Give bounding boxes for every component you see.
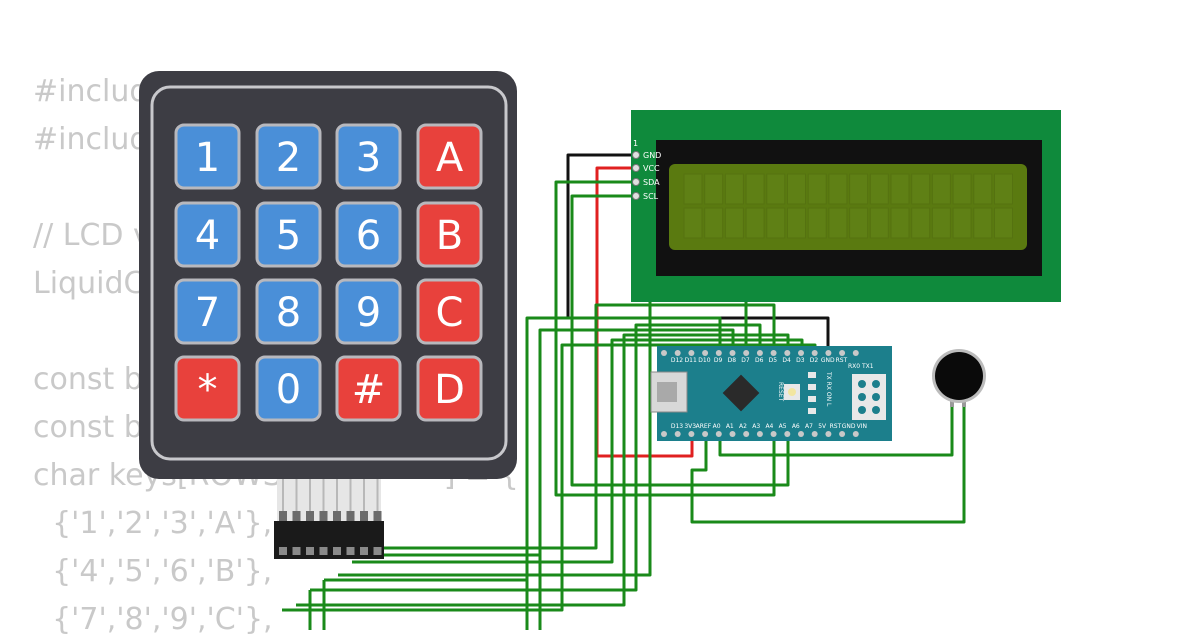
code-line: {'1','2','3','A'},	[33, 506, 273, 541]
code-line: #includ	[33, 122, 149, 157]
lcd-module: 1 GND VCC SDA SCL	[631, 110, 1061, 302]
lcd-pin-label: GND	[643, 151, 661, 160]
wire-buzzer-2[interactable]	[690, 402, 966, 524]
nano-led-labels: TX RX ON L	[825, 371, 832, 407]
nano-bottom-pin-label: GND	[842, 423, 856, 430]
keypad-key-label: *	[198, 367, 218, 413]
keypad-key-label: C	[436, 290, 464, 336]
nano-bottom-pin-label: 3V3	[684, 423, 696, 430]
lcd-pin-label: SCL	[643, 192, 659, 201]
nano-top-pin-label: D2	[810, 357, 819, 364]
microcontroller-chip	[722, 374, 760, 412]
nano-bottom-pin-label: A4	[765, 423, 773, 430]
nano-bottom-pin-label: A6	[792, 423, 800, 430]
keypad-key[interactable]: 9	[335, 278, 402, 345]
keypad-key[interactable]: 8	[255, 278, 322, 345]
nano-bottom-pin-label: 5V	[818, 423, 827, 430]
lcd-pins: GND VCC SDA SCL	[632, 151, 661, 201]
keypad-key-label: D	[434, 367, 465, 413]
keypad-key-label: 5	[276, 213, 301, 259]
nano-bottom-pin-label: A5	[779, 423, 787, 430]
wire-scl[interactable]	[570, 194, 790, 487]
code-line: {'4','5','6','B'},	[33, 554, 273, 589]
keypad-key[interactable]: *	[174, 355, 241, 422]
keypad-key[interactable]: C	[416, 278, 483, 345]
nano-top-pin-label: D12	[671, 357, 683, 364]
nano-top-pin-label: D6	[755, 357, 764, 364]
keypad-key-label: 2	[276, 135, 301, 181]
nano-bottom-pin-label: VIN	[857, 423, 867, 430]
nano-top-pin-label: D8	[728, 357, 737, 364]
keypad-key-label: 8	[276, 290, 301, 336]
keypad-key[interactable]: A	[416, 123, 483, 190]
nano-top-pin-label: D11	[685, 357, 697, 364]
keypad-key-label: B	[436, 213, 463, 259]
keypad-key-label: #	[352, 367, 386, 413]
keypad-key[interactable]: 0	[255, 355, 322, 422]
wire-sda[interactable]	[554, 180, 776, 497]
code-line: const b	[33, 362, 143, 397]
keypad-key[interactable]: 6	[335, 201, 402, 268]
keypad-key[interactable]: B	[416, 201, 483, 268]
status-leds	[808, 372, 816, 414]
keypad-key-label: 9	[356, 290, 381, 336]
keypad-key-label: 1	[195, 135, 220, 181]
code-line: const b	[33, 410, 143, 445]
nano-top-pin-label: GND	[821, 357, 835, 364]
nano-top-pin-label: D7	[741, 357, 750, 364]
lcd-pin-label: SDA	[643, 178, 660, 187]
keypad-inner-frame	[150, 85, 508, 461]
keypad-key-label: 7	[195, 290, 220, 336]
keypad-key[interactable]: 7	[174, 278, 241, 345]
keypad-ribbon	[274, 479, 384, 559]
keypad-key-label: 4	[195, 213, 220, 259]
wire-keypad-5[interactable]	[324, 316, 722, 582]
nano-top-pin-label: D9	[714, 357, 723, 364]
lcd-pin-label: VCC	[643, 164, 660, 173]
keypad: 1 2 3 A 4 5 6 B 7 8 9 C * 0 # D	[139, 71, 517, 559]
nano-top-pin-label: D4	[782, 357, 791, 364]
nano-bottom-pin-label: A1	[726, 423, 734, 430]
nano-reset-label: RESET	[777, 382, 784, 402]
keypad-key[interactable]: 4	[174, 201, 241, 268]
keypad-key[interactable]: 2	[255, 123, 322, 190]
nano-bottom-pin-label: A2	[739, 423, 747, 430]
nano-bottom-pin-label: A7	[805, 423, 813, 430]
nano-bottom-pin-label: RST	[830, 423, 842, 430]
nano-rx-tx-label: RX0 TX1	[848, 363, 874, 370]
keypad-key[interactable]: D	[416, 355, 483, 422]
nano-top-pin-label: D10	[698, 357, 710, 364]
keypad-key-label: A	[436, 135, 464, 181]
keypad-key[interactable]: 1	[174, 123, 241, 190]
code-line: #includ	[33, 74, 149, 109]
icsp-header	[852, 374, 886, 420]
keypad-keys: 1 2 3 A 4 5 6 B 7 8 9 C * 0 # D	[174, 123, 483, 422]
nano-bottom-pin-label: D13	[671, 423, 683, 430]
lcd-character-cells	[683, 173, 1013, 239]
keypad-key[interactable]: 3	[335, 123, 402, 190]
wire-keypad-7[interactable]	[296, 333, 790, 607]
buzzer	[932, 349, 986, 407]
keypad-key-label: 3	[356, 135, 381, 181]
keypad-key[interactable]: 5	[255, 201, 322, 268]
nano-top-pin-label: D3	[796, 357, 805, 364]
nano-top-pin-label: D5	[769, 357, 778, 364]
nano-bottom-pin-label: AREF	[696, 423, 712, 430]
keypad-key[interactable]: #	[335, 355, 402, 422]
lcd-pin-index: 1	[633, 139, 638, 148]
wire-keypad-1[interactable]	[382, 303, 776, 550]
wire-keypad-3[interactable]	[352, 338, 804, 564]
nano-top-pin-label: RST	[836, 357, 848, 364]
wire-keypad-2[interactable]	[368, 328, 735, 557]
keypad-key-label: 0	[276, 367, 301, 413]
nano-bottom-pin-label: A0	[713, 423, 721, 430]
wire-buzzer-1[interactable]	[718, 402, 954, 457]
keypad-key-label: 6	[356, 213, 381, 259]
nano-bottom-pin-label: A3	[752, 423, 760, 430]
code-line: // LCD v	[33, 218, 151, 253]
